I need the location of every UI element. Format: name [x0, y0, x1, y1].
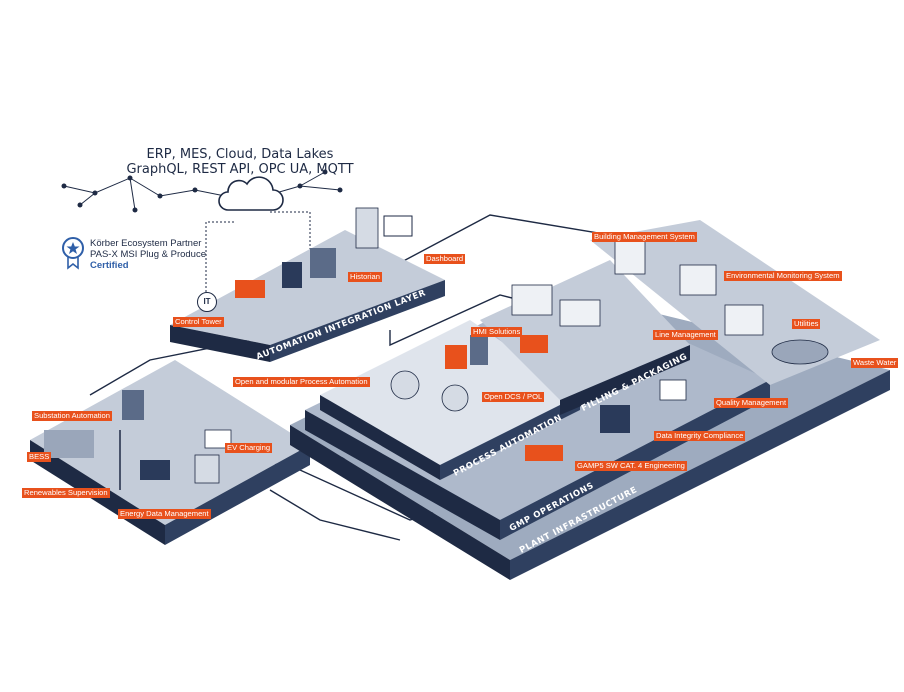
- label-substation-automation: Substation Automation: [32, 411, 112, 421]
- label-utilities: Utilities: [792, 319, 821, 329]
- network-node: [132, 207, 138, 213]
- label-gamp5: GAMP5 SW CAT. 4 Engineering: [575, 461, 687, 471]
- packaging-machine: [559, 299, 601, 327]
- badge-line2: PAS-X MSI Plug & Produce: [90, 249, 206, 260]
- integration-protocols-line1: ERP, MES, Cloud, Data Lakes: [146, 147, 334, 162]
- ev-screen: [204, 429, 232, 449]
- it-dotted-links: [205, 211, 311, 292]
- label-ev-charging: EV Charging: [225, 443, 273, 453]
- label-open-process-automation: Open and modular Process Automation: [233, 377, 370, 387]
- label-renewables-supervision: Renewables Supervision: [22, 488, 110, 498]
- reactor-tank: [390, 370, 420, 400]
- label-historian: Historian: [348, 272, 382, 282]
- utilities-unit: [724, 304, 764, 336]
- storage-unit: [282, 262, 302, 288]
- network-node: [61, 183, 67, 189]
- label-building-management: Building Management System: [592, 232, 697, 242]
- network-node: [337, 187, 343, 193]
- reactor-tank: [441, 384, 469, 412]
- network-node: [77, 202, 83, 208]
- equipment: [44, 207, 829, 490]
- network-node: [192, 187, 198, 193]
- network-nodes: [61, 169, 343, 213]
- quality-screen: [659, 379, 687, 401]
- label-bess: BESS: [27, 452, 52, 462]
- automation-layer-platform: [170, 230, 445, 362]
- substation: [122, 390, 144, 420]
- hmi-unit: [520, 335, 548, 353]
- control-tower-unit: [235, 280, 265, 298]
- network-node: [127, 175, 133, 181]
- network-node: [157, 193, 163, 199]
- data-integrity-unit: [600, 405, 630, 433]
- energy-server: [194, 454, 220, 484]
- historian-server: [355, 207, 379, 249]
- env-monitoring-unit: [679, 264, 717, 296]
- label-quality-management: Quality Management: [714, 398, 789, 408]
- award-ribbon-icon: [62, 237, 84, 270]
- bess-unit: [44, 430, 94, 458]
- waste-water-tank: [771, 339, 829, 365]
- cabinet: [470, 335, 488, 365]
- engineering-desk: [525, 445, 563, 461]
- label-dashboard: Dashboard: [424, 254, 466, 264]
- network-node: [297, 183, 303, 189]
- label-open-dcs: Open DCS / POL: [482, 392, 545, 402]
- label-energy-data-management: Energy Data Management: [118, 509, 211, 519]
- dashboard-screen: [383, 215, 413, 237]
- label-line-management: Line Management: [653, 330, 718, 340]
- badge-certified: Certified: [90, 260, 129, 271]
- it-node: IT: [197, 292, 217, 312]
- network-node: [92, 190, 98, 196]
- filling-packaging-platform: [480, 260, 690, 415]
- process-unit: [445, 345, 467, 369]
- filling-machine: [511, 284, 553, 316]
- solar-panel: [140, 460, 170, 480]
- label-waste-water: Waste Water: [851, 358, 899, 368]
- badge-line1: Körber Ecosystem Partner: [90, 238, 202, 249]
- server-rack: [310, 248, 336, 278]
- label-control-tower: Control Tower: [173, 317, 224, 327]
- label-data-integrity: Data Integrity Compliance: [654, 431, 746, 441]
- label-hmi-solutions: HMI Solutions: [471, 327, 523, 337]
- network-node: [322, 169, 328, 175]
- building-mgmt-unit: [614, 239, 646, 275]
- cloud-icon: [218, 176, 284, 211]
- label-environmental-monitoring: Environmental Monitoring System: [724, 271, 842, 281]
- integration-protocols-line2: GraphQL, REST API, OPC UA, MQTT: [126, 162, 354, 177]
